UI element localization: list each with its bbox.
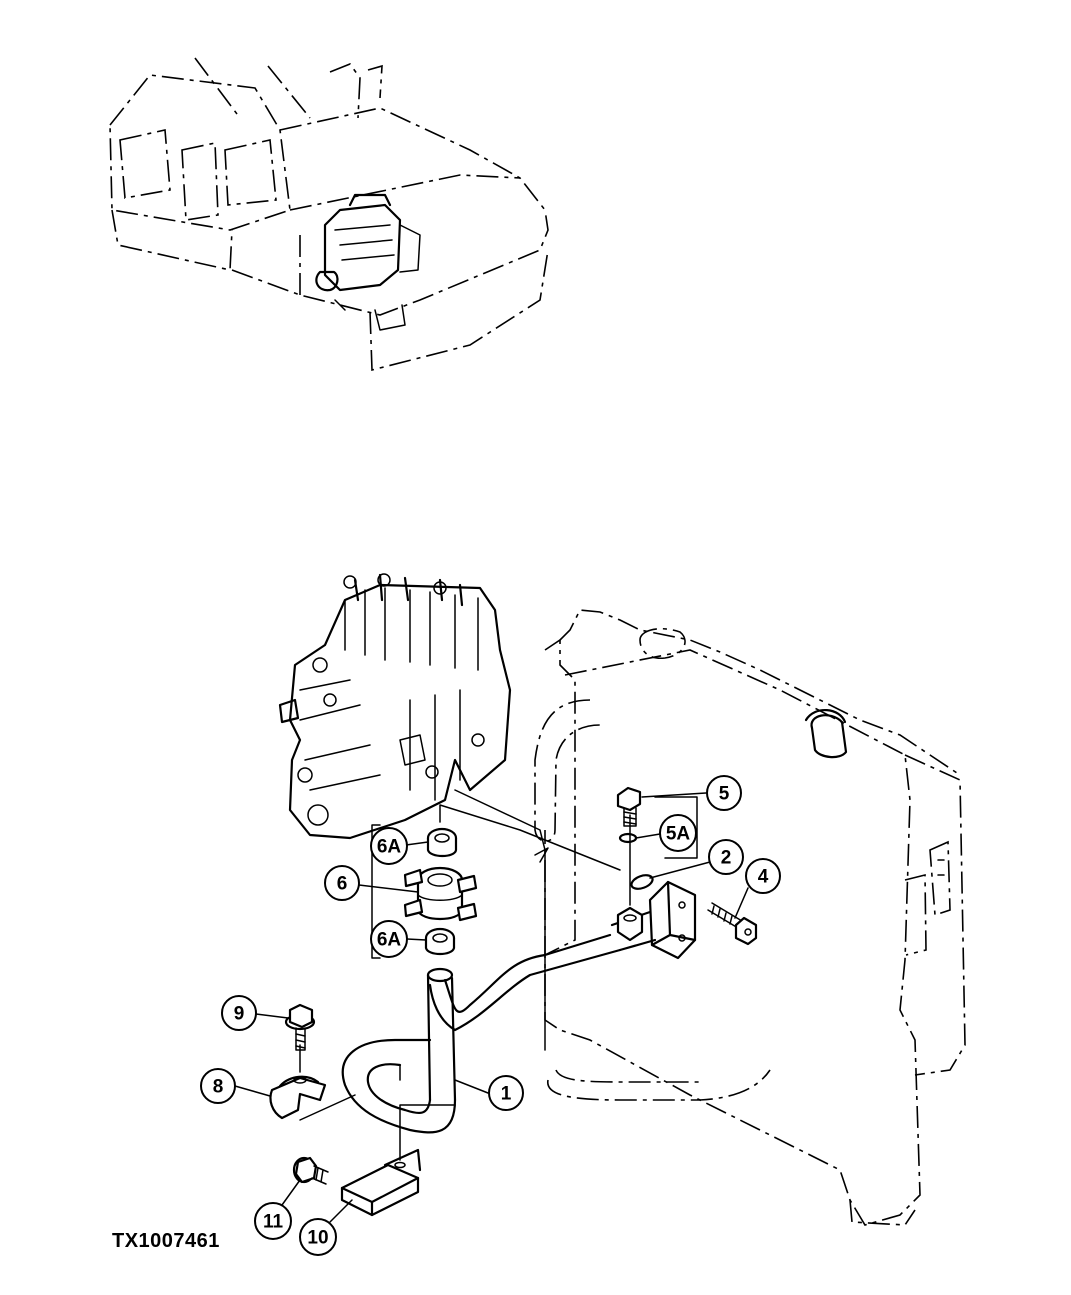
callout-5a: 5A <box>635 814 697 852</box>
callout-6a-bottom: 6A <box>370 920 427 958</box>
callout-11: 11 <box>254 1179 301 1240</box>
clamp-part-6 <box>403 866 478 922</box>
control-valve-illustration <box>278 573 512 840</box>
callout-2: 2 <box>649 839 744 879</box>
leader-lines <box>299 789 631 1161</box>
bolt-part-9 <box>284 1003 316 1051</box>
callout-4: 4 <box>734 858 781 919</box>
group-bracket-5 <box>654 796 698 859</box>
group-bracket-6 <box>371 824 381 959</box>
oil-cooler-illustration <box>534 609 966 1226</box>
clamp-part-8 <box>269 1075 327 1120</box>
callout-label-11: 11 <box>263 1212 284 1233</box>
o-ring-part-2 <box>630 874 654 890</box>
seal-6a-top <box>426 827 458 858</box>
callout-6a-top: 6A <box>370 827 429 865</box>
o-ring-part-5a <box>618 832 638 844</box>
bolt-part-5 <box>616 786 642 827</box>
callout-9: 9 <box>221 995 289 1031</box>
callout-label-5: 5 <box>719 784 730 805</box>
callout-label-8: 8 <box>213 1077 224 1098</box>
bracket-part-10 <box>340 1148 422 1217</box>
callout-10: 10 <box>299 1199 353 1256</box>
bolt-part-4 <box>707 902 758 946</box>
oil-line-part-1 <box>341 880 697 1134</box>
callout-label-1: 1 <box>501 1084 512 1105</box>
callout-8: 8 <box>200 1068 271 1104</box>
callout-label-2: 2 <box>721 848 732 869</box>
callout-label-6a-top: 6A <box>377 837 402 858</box>
callout-label-5a: 5A <box>666 824 691 845</box>
callout-5: 5 <box>641 775 742 811</box>
callout-label-4: 4 <box>758 867 769 888</box>
excavator-overview-illustration <box>109 57 549 372</box>
bolt-part-11 <box>292 1156 329 1185</box>
callout-label-9: 9 <box>234 1004 245 1025</box>
callout-6: 6 <box>324 865 419 901</box>
callout-label-6: 6 <box>337 874 348 895</box>
callout-1: 1 <box>454 1075 524 1111</box>
callout-label-6a-bottom: 6A <box>377 930 402 951</box>
seal-6a-bottom <box>424 927 456 956</box>
figure-id: TX1007461 <box>112 1230 220 1252</box>
callout-label-10: 10 <box>307 1228 328 1249</box>
